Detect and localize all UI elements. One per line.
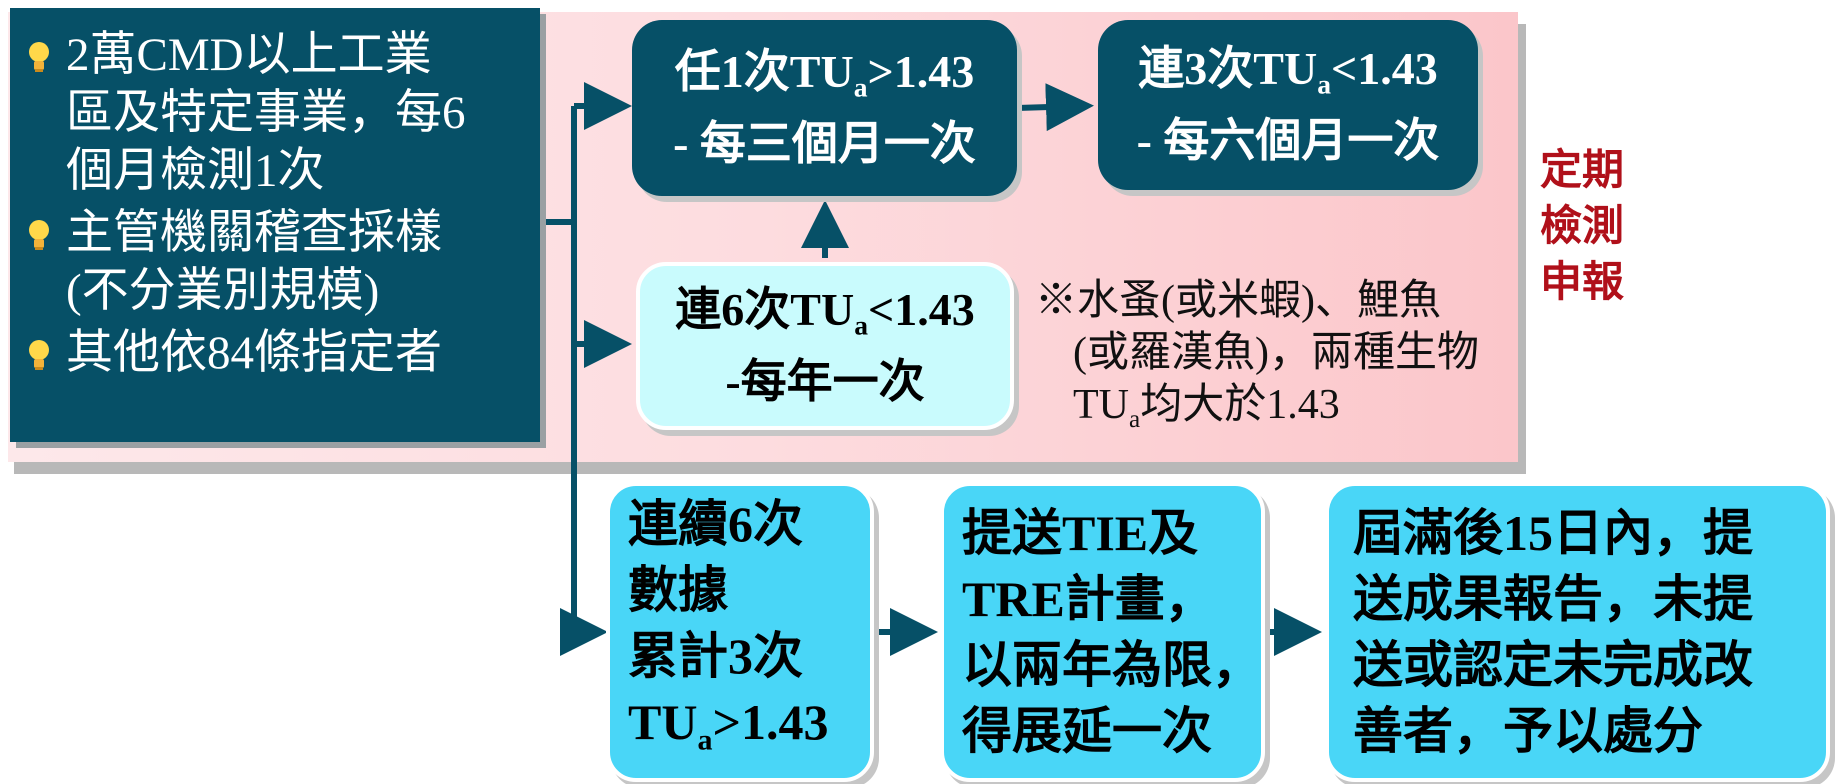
bullet-text: 主管機關稽查採樣 (不分業別規模) — [66, 207, 442, 317]
report-line: 送成果報告，未提 — [1353, 571, 1753, 627]
note-line: TUa均大於1.43 — [1073, 382, 1340, 433]
lightbulb-icon — [26, 324, 66, 376]
box-six-consecutive: 連6次TUa<1.43 -每年一次 — [636, 262, 1014, 430]
bullet-item: 主管機關稽查採樣 (不分業別規模) — [26, 204, 540, 320]
box-three-consecutive: 連3次TUa<1.43 - 每六個月一次 — [1098, 20, 1478, 190]
box-any-line1: 任1次TUa>1.43 — [674, 46, 975, 103]
cumulative-line: 連續6次 — [628, 495, 803, 552]
arrow-any-to-three — [1016, 83, 1094, 132]
box-three-line1: 連3次TUa<1.43 — [1138, 43, 1438, 100]
cumulative-line: TUa>1.43 — [628, 693, 829, 757]
lightbulb-icon — [26, 204, 66, 256]
box-three-line2: - 每六個月一次 — [1136, 114, 1440, 166]
bullet-text: 2萬CMD以上工業 區及特定事業，每6 個月檢測1次 — [66, 29, 466, 197]
bullet-item: 其他依84條指定者 — [26, 324, 540, 382]
info-box: 2萬CMD以上工業 區及特定事業，每6 個月檢測1次 主管機關稽查採樣 (不分業… — [10, 8, 540, 442]
report-line: 善者，予以處分 — [1353, 703, 1703, 759]
box-six-line1: 連6次TUa<1.43 — [675, 284, 975, 341]
box-cumulative: 連續6次 數據 累計3次 TUa>1.43 — [606, 482, 874, 782]
box-any-once: 任1次TUa>1.43 - 每三個月一次 — [632, 20, 1017, 196]
tie-line: TRE計畫， — [962, 571, 1215, 627]
lightbulb-icon — [26, 26, 66, 78]
bullet-text: 其他依84條指定者 — [66, 327, 442, 379]
box-tie-tre: 提送TIE及 TRE計畫， 以兩年為限， 得展延一次 — [940, 482, 1265, 782]
tie-line: 以兩年為限， — [962, 637, 1262, 693]
side-label: 定期 檢測 申報 — [1540, 142, 1624, 310]
side-label-line: 定期 — [1540, 146, 1625, 193]
cumulative-line: 累計3次 — [628, 627, 803, 684]
box-any-line2: - 每三個月一次 — [673, 117, 976, 169]
report-line: 送或認定未完成改 — [1353, 637, 1753, 693]
box-six-line2: -每年一次 — [725, 355, 925, 407]
bullet-item: 2萬CMD以上工業 區及特定事業，每6 個月檢測1次 — [26, 26, 540, 200]
organism-note: ※水蚤(或米蝦)、鯉魚 (或羅漢魚)，兩種生物 TUa均大於1.43 — [1035, 275, 1505, 446]
tie-line: 提送TIE及 — [962, 505, 1199, 561]
side-label-line: 檢測 — [1540, 202, 1625, 249]
note-line: (或羅漢魚)，兩種生物 — [1073, 330, 1479, 376]
report-line: 屆滿後15日內，提 — [1353, 505, 1753, 561]
box-report: 屆滿後15日內，提 送成果報告，未提 送或認定未完成改 善者，予以處分 — [1325, 482, 1830, 782]
cumulative-line: 數據 — [628, 561, 728, 618]
tie-line: 得展延一次 — [962, 703, 1212, 759]
note-line: ※水蚤(或米蝦)、鯉魚 — [1035, 278, 1441, 324]
side-label-line: 申報 — [1540, 258, 1625, 305]
